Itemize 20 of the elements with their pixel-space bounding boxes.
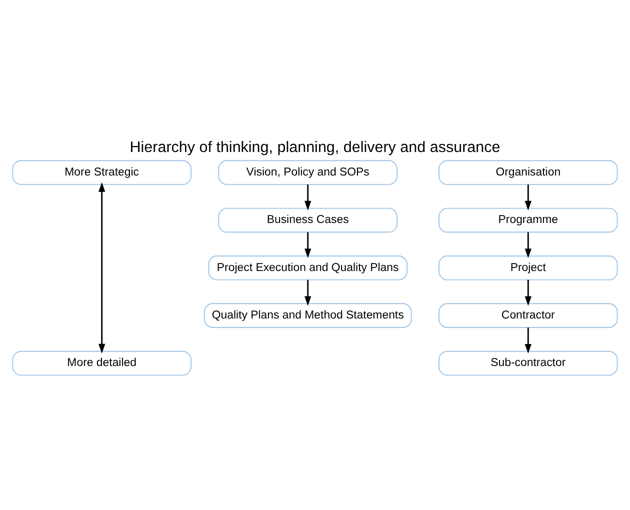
node-box: Contractor bbox=[438, 302, 618, 328]
arrow bbox=[524, 327, 532, 353]
arrow bbox=[524, 184, 532, 210]
arrow bbox=[98, 182, 106, 353]
arrow bbox=[524, 279, 532, 306]
node-box: More Strategic bbox=[12, 160, 192, 184]
node-box: Project bbox=[438, 255, 618, 280]
node-box: Vision, Policy and SOPs bbox=[218, 160, 398, 184]
node-box: Business Cases bbox=[218, 207, 398, 232]
node-box: Sub-contractor bbox=[438, 350, 618, 376]
arrow bbox=[304, 279, 312, 306]
node-box: Quality Plans and Method Statements bbox=[204, 302, 412, 328]
diagram-title: Hierarchy of thinking, planning, delivery and assurance bbox=[130, 138, 500, 156]
arrow bbox=[304, 232, 312, 258]
node-box: More detailed bbox=[12, 350, 192, 376]
node-box: Organisation bbox=[438, 160, 618, 184]
node-box: Programme bbox=[438, 207, 618, 232]
arrow bbox=[524, 232, 532, 258]
arrow bbox=[304, 184, 312, 210]
node-box: Project Execution and Quality Plans bbox=[208, 255, 408, 280]
